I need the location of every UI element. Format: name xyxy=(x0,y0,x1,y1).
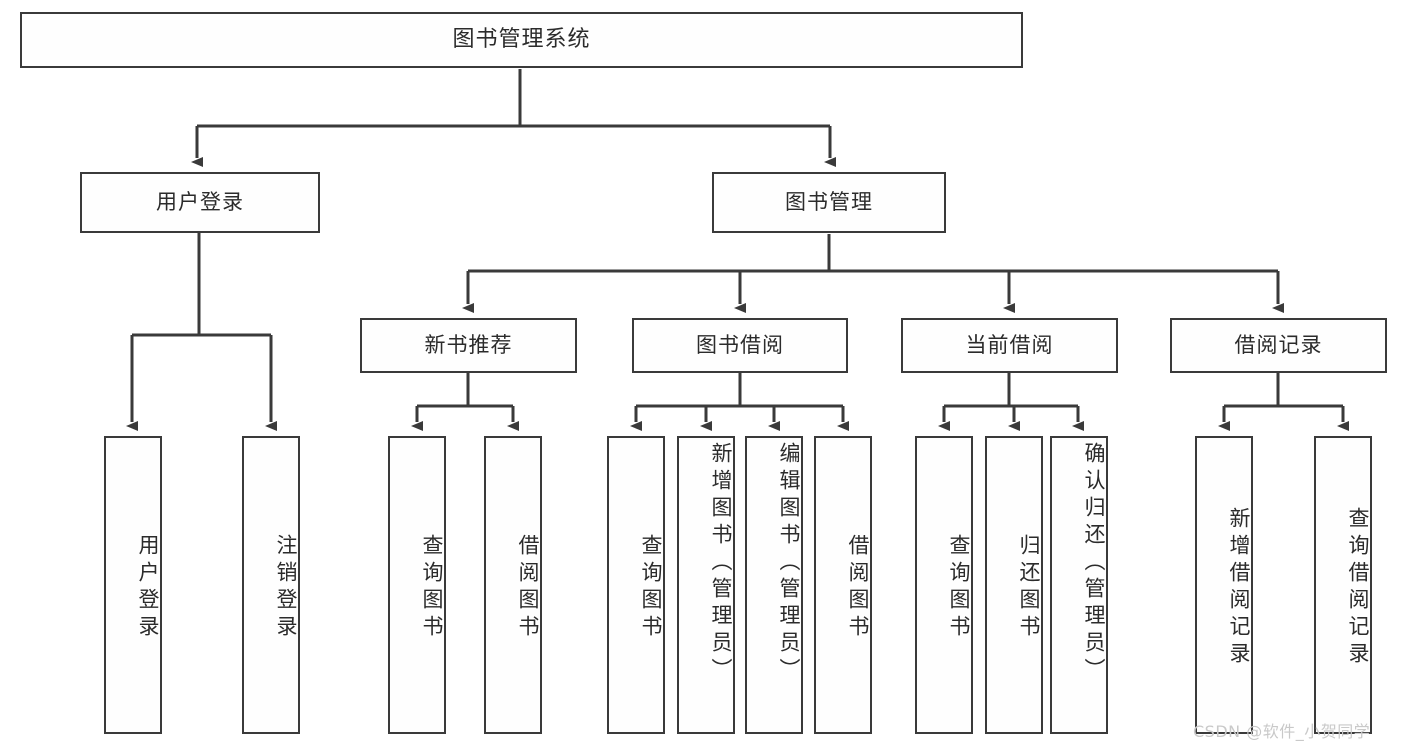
leaf-record-add-record[interactable]: 新增借阅记录 xyxy=(1195,436,1253,734)
node-label: 用户登录 xyxy=(156,189,244,214)
leaf-user-login-signin[interactable]: 用户登录 xyxy=(104,436,162,734)
node-label: 借阅图书 xyxy=(846,534,870,642)
node-book-management[interactable]: 图书管理 xyxy=(712,172,946,233)
node-label: 确认归还（管理员） xyxy=(1082,442,1106,685)
node-label: 查询图书 xyxy=(947,534,971,642)
node-label: 查询图书 xyxy=(639,534,663,642)
node-label: 新增图书（管理员） xyxy=(709,442,733,685)
leaf-current-query-book[interactable]: 查询图书 xyxy=(915,436,973,734)
node-label: 注销登录 xyxy=(274,534,298,642)
node-label: 新书推荐 xyxy=(424,332,513,357)
node-label: 新增借阅记录 xyxy=(1227,507,1251,669)
leaf-recommend-borrow-book[interactable]: 借阅图书 xyxy=(484,436,542,734)
node-label: 当前借阅 xyxy=(965,332,1054,357)
leaf-recommend-query-book[interactable]: 查询图书 xyxy=(388,436,446,734)
node-label: 查询图书 xyxy=(420,534,444,642)
node-label: 归还图书 xyxy=(1017,534,1041,642)
node-new-book-recommend[interactable]: 新书推荐 xyxy=(360,318,577,373)
node-label: 借阅图书 xyxy=(516,534,540,642)
node-user-login[interactable]: 用户登录 xyxy=(80,172,320,233)
leaf-user-login-signout[interactable]: 注销登录 xyxy=(242,436,300,734)
node-label: 图书管理系统 xyxy=(452,26,591,52)
leaf-borrow-borrow-book[interactable]: 借阅图书 xyxy=(814,436,872,734)
watermark-text: CSDN @软件_小贺同学 xyxy=(1193,722,1371,741)
node-label: 图书管理 xyxy=(785,189,873,214)
leaf-record-query-record[interactable]: 查询借阅记录 xyxy=(1314,436,1372,734)
leaf-borrow-query-book[interactable]: 查询图书 xyxy=(607,436,665,734)
leaf-borrow-add-book-admin[interactable]: 新增图书（管理员） xyxy=(677,436,735,734)
node-label: 编辑图书（管理员） xyxy=(777,442,801,685)
leaf-borrow-edit-book-admin[interactable]: 编辑图书（管理员） xyxy=(745,436,803,734)
node-borrow-record[interactable]: 借阅记录 xyxy=(1170,318,1387,373)
node-label: 查询借阅记录 xyxy=(1346,507,1370,669)
leaf-current-return-book[interactable]: 归还图书 xyxy=(985,436,1043,734)
node-label: 图书借阅 xyxy=(696,332,784,357)
leaf-current-confirm-return-admin[interactable]: 确认归还（管理员） xyxy=(1050,436,1108,734)
node-label: 借阅记录 xyxy=(1234,332,1323,357)
node-current-borrow[interactable]: 当前借阅 xyxy=(901,318,1118,373)
node-book-borrow[interactable]: 图书借阅 xyxy=(632,318,848,373)
node-label: 用户登录 xyxy=(136,534,160,642)
node-root-system[interactable]: 图书管理系统 xyxy=(20,12,1023,68)
